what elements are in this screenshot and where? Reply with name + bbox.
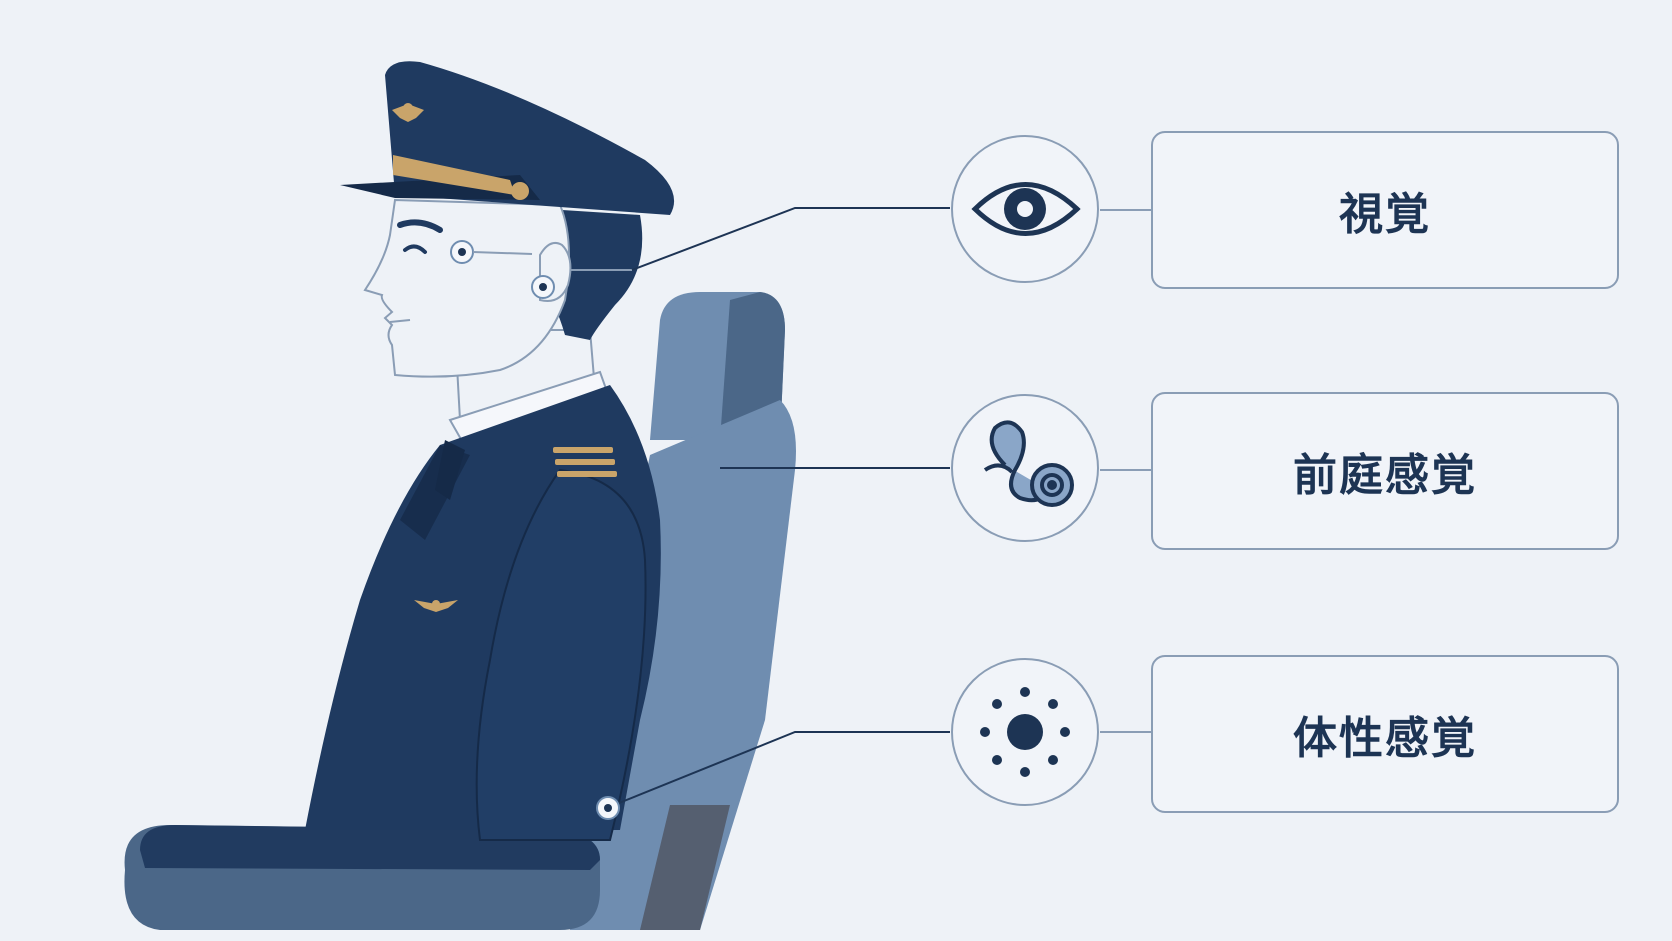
icon-circles [951, 135, 1099, 806]
vision-connector [631, 207, 950, 271]
connector-lines [472, 207, 1151, 804]
pilot-eyebrow [397, 219, 443, 233]
somatosensory-connector [618, 731, 950, 804]
sensor-points [450, 240, 620, 820]
pilot-head [340, 61, 675, 378]
pilot-face [363, 198, 570, 378]
hat-badge [392, 103, 424, 122]
label-vision: 視覚 [1339, 189, 1431, 240]
pilot-mouth [389, 319, 411, 323]
wings-badge [414, 600, 458, 612]
label-vestibular: 前庭感覚 [1293, 450, 1477, 501]
tie [435, 440, 465, 500]
uniform-sleeve [475, 468, 647, 841]
seat-headrest-shade [720, 292, 785, 440]
inner-ear-icon [983, 420, 1074, 507]
pilot-hat-band [393, 155, 515, 195]
label-box-somatosensory: 体性感覚 [1151, 655, 1619, 813]
dots-radiating-icon [980, 687, 1070, 777]
label-box-vision: 視覚 [1151, 131, 1619, 289]
pilot-eye [403, 244, 427, 254]
pilot-body [305, 329, 661, 841]
seat [124, 292, 796, 930]
seat-backrest [570, 400, 796, 930]
seat-backrest-shade [640, 805, 730, 930]
eye-icon [971, 182, 1081, 236]
shoulder-stripes [553, 447, 617, 477]
label-box-vestibular: 前庭感覚 [1151, 392, 1619, 550]
label-somatosensory: 体性感覚 [1293, 713, 1477, 764]
hat-button [511, 182, 529, 200]
